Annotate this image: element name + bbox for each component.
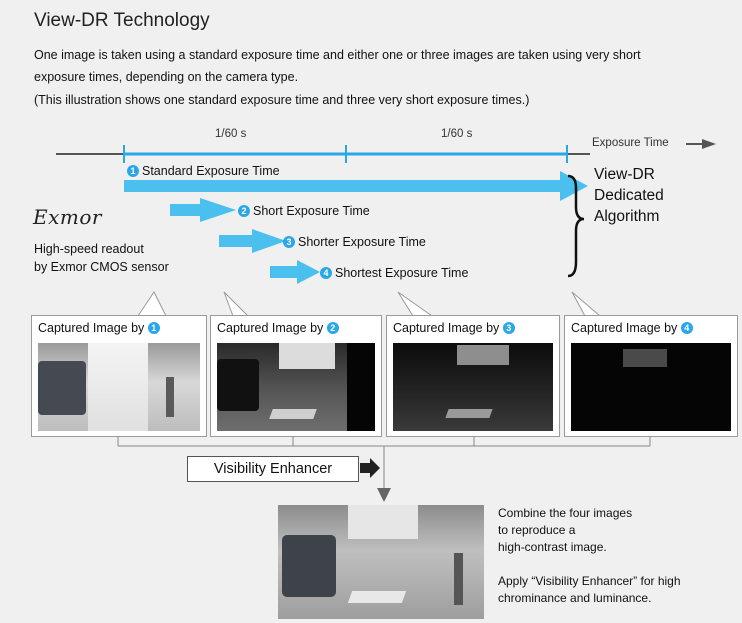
callout-pointer-1 [137, 291, 167, 317]
timeline-tick-label-2: 1/60 s [441, 128, 473, 140]
exposure-time-arrow-icon [686, 139, 716, 149]
number-badge-2: 2 [238, 205, 250, 217]
combined-result-image [278, 505, 484, 619]
captured-image-3 [393, 343, 553, 431]
number-badge-4: 4 [320, 267, 332, 279]
result-description: Combine the four images to reproduce a h… [498, 506, 681, 605]
dedicated-algorithm-label: View-DR Dedicated Algorithm [594, 166, 664, 225]
short-exposure-arrow [170, 198, 236, 222]
captured-image-4 [571, 343, 731, 431]
algorithm-brace [567, 174, 585, 278]
captured-image-2 [217, 343, 375, 431]
shorter-exposure-arrow [219, 229, 286, 253]
combine-connectors [117, 436, 651, 490]
captured-caption-4: Captured Image by 4 [571, 321, 696, 335]
enhancer-arrow-icon [360, 458, 380, 478]
captured-caption-2: Captured Image by 2 [217, 321, 342, 335]
captured-image-1 [38, 343, 200, 431]
intro-line-2: exposure times, depending on the camera … [34, 70, 299, 84]
timeline-tick-label-1: 1/60 s [215, 128, 247, 140]
callout-pointer-4 [571, 291, 601, 317]
number-badge-3: 3 [283, 236, 295, 248]
captured-caption-1: Captured Image by 1 [38, 321, 163, 335]
captured-panel-2: Captured Image by 2 [210, 315, 382, 437]
captured-caption-3: Captured Image by 3 [393, 321, 518, 335]
callout-pointer-3 [397, 291, 433, 317]
down-arrow-icon [377, 488, 391, 502]
intro-line-3: (This illustration shows one standard ex… [34, 93, 530, 107]
exmor-description: High-speed readout by Exmor CMOS sensor [34, 242, 169, 274]
exmor-logo: Exmor [33, 205, 102, 229]
callout-pointer-2 [223, 291, 249, 317]
timeline-axis-label: Exposure Time [592, 137, 669, 149]
intro-line-1: One image is taken using a standard expo… [34, 48, 641, 62]
captured-panel-1: Captured Image by 1 [31, 315, 207, 437]
captured-panel-3: Captured Image by 3 [386, 315, 560, 437]
visibility-enhancer-label: Visibility Enhancer [187, 456, 359, 482]
captured-panel-4: Captured Image by 4 [564, 315, 738, 437]
number-badge-1: 1 [127, 165, 139, 177]
page-title: View-DR Technology [34, 10, 210, 31]
standard-exposure-arrow [124, 171, 588, 201]
shortest-exposure-arrow [270, 260, 320, 284]
